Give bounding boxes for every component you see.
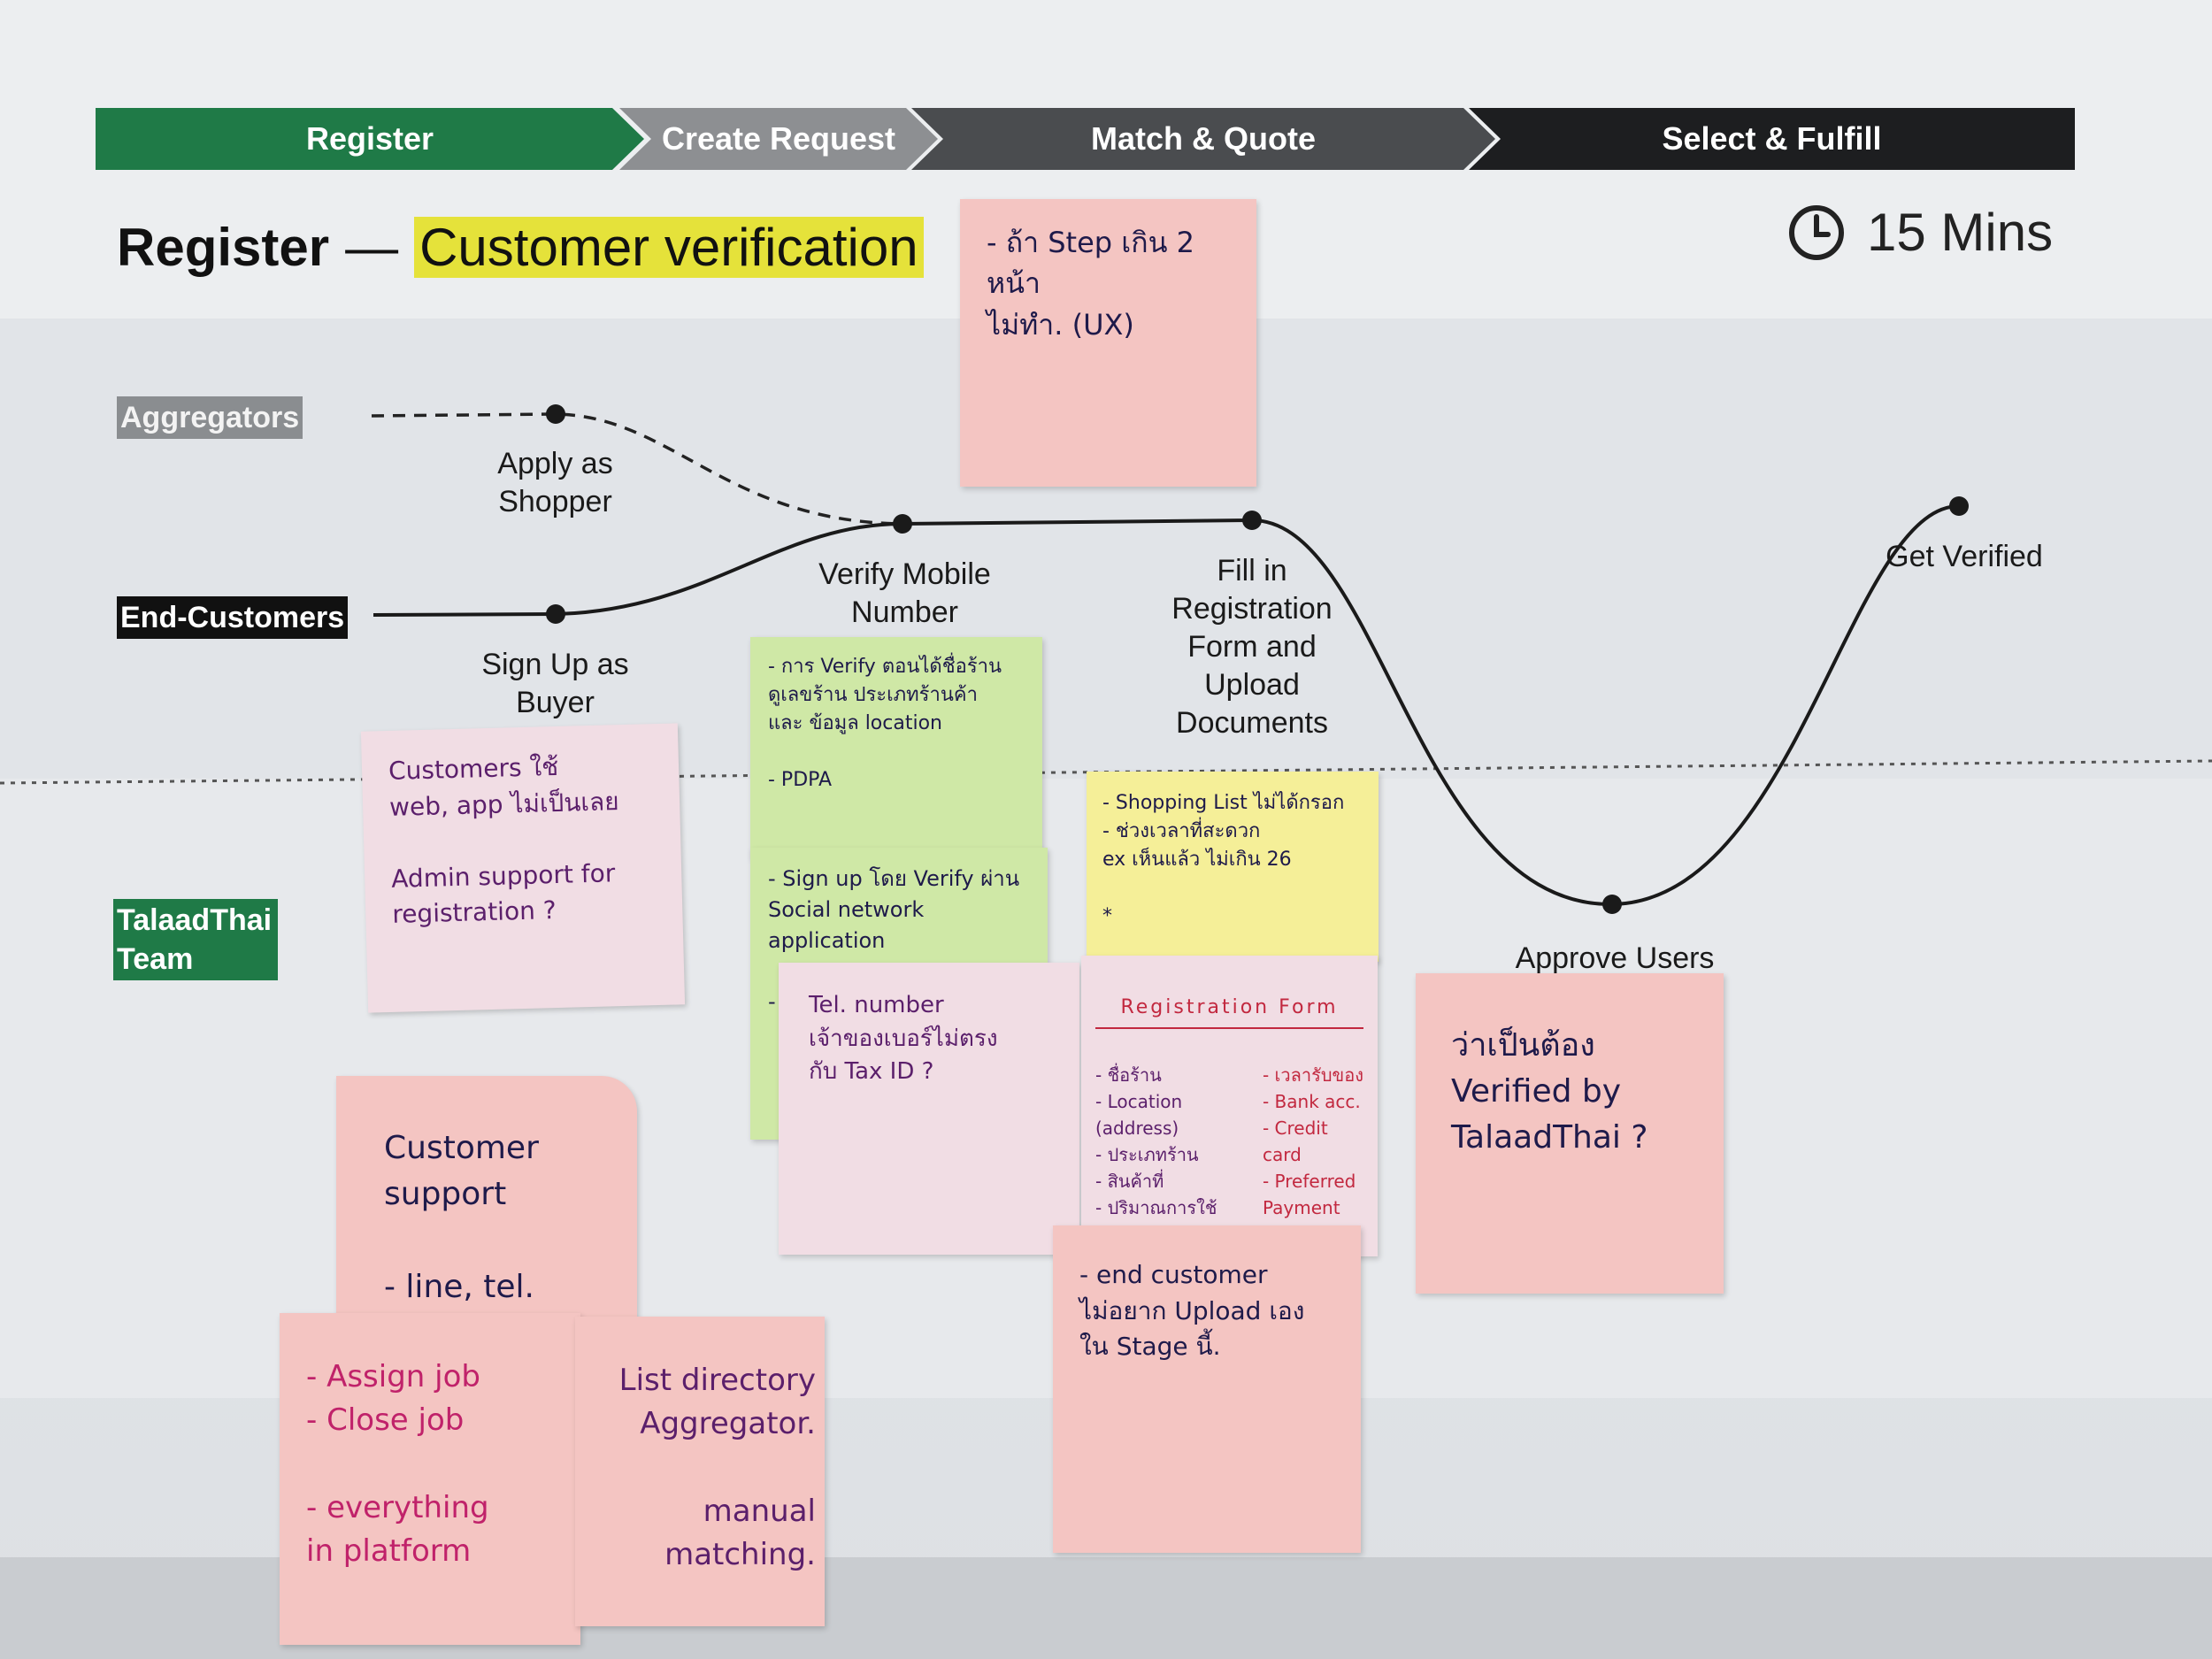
stage-label: Select & Fulfill	[1662, 120, 1882, 157]
stage-select-fulfill: Select & Fulfill	[1469, 108, 2075, 170]
lane-end-customers: End-Customers	[117, 596, 349, 639]
customer-path	[373, 504, 1960, 907]
step-fill-registration: Fill in Registration Form and Upload Doc…	[1171, 554, 1333, 740]
node-fill	[1242, 511, 1262, 530]
page-title: Register — Customer verification	[117, 217, 924, 278]
sticky-note-verify: - การ Verify ตอนได้ชื่อร้าน ดูเลขร้าน ปร…	[750, 637, 1042, 858]
form-fields: - ชื่อร้าน - Location (address) - ประเภท…	[1095, 1062, 1363, 1248]
sticky-note-verified-by: ว่าเป็นต้อง Verified by TalaadThai ?	[1416, 973, 1724, 1294]
step-approve-users: Approve Users	[1515, 941, 1715, 975]
sticky-note-registration-form: Registration Form - ชื่อร้าน - Location …	[1081, 956, 1378, 1256]
timer-label: 15 Mins	[1867, 203, 2054, 262]
stage-label: Register	[305, 120, 434, 157]
stage-register: Register	[96, 108, 644, 170]
sticky-note-tel-number: Tel. number เจ้าของเบอร์ไม่ตรง กับ Tax I…	[779, 963, 1079, 1255]
stage-create-request: Create Request	[619, 108, 938, 170]
form-title: Registration Form	[1095, 994, 1363, 1029]
lane-talaadthai-team: TalaadThai Team	[113, 899, 278, 980]
lane-aggregators: Aggregators	[117, 396, 303, 439]
clock-icon	[1789, 204, 1844, 260]
sticky-note-customers: Customers ใช้ web, app ไม่เป็นเลย Admin …	[360, 723, 686, 1013]
node-apply	[546, 404, 565, 424]
node-approve	[1602, 895, 1622, 914]
stage-match-quote: Match & Quote	[911, 108, 1495, 170]
title-dash: —	[345, 218, 399, 277]
step-signup-buyer: Sign Up as Buyer	[481, 648, 629, 719]
sticky-note-directory: List directory Aggregator. manual matchi…	[575, 1317, 825, 1626]
form-fields-left: - ชื่อร้าน - Location (address) - ประเภท…	[1095, 1064, 1217, 1245]
stage-label: Create Request	[661, 120, 896, 157]
sticky-note-ux: - ถ้า Step เกิน 2 หน้า ไม่ทำ. (UX)	[960, 199, 1256, 487]
sticky-note-shopping-list: - Shopping List ไม่ได้กรอก - ช่วงเวลาที่…	[1087, 772, 1379, 962]
title-main: Register	[117, 218, 330, 277]
step-get-verified: Get Verified	[1886, 540, 2043, 573]
step-apply-shopper: Apply as Shopper	[497, 447, 613, 518]
node-verify	[893, 514, 912, 534]
aggregator-path	[371, 412, 903, 526]
duration-timer: 15 Mins	[1787, 202, 2053, 263]
sticky-note-customer-support: Customer support - line, tel.	[336, 1076, 637, 1341]
sticky-note-end-upload: - end customer ไม่อยาก Upload เอง ใน Sta…	[1053, 1225, 1361, 1553]
stage-label: Match & Quote	[1090, 120, 1316, 157]
node-verified	[1949, 496, 1969, 516]
title-highlight: Customer verification	[414, 217, 924, 278]
sticky-note-assign-job: - Assign job - Close job - everything in…	[280, 1313, 580, 1645]
form-fields-right: - เวลารับของ - Bank acc. - Credit card -…	[1262, 1064, 1363, 1245]
node-signup	[546, 604, 565, 624]
step-verify-mobile: Verify Mobile Number	[818, 557, 991, 629]
